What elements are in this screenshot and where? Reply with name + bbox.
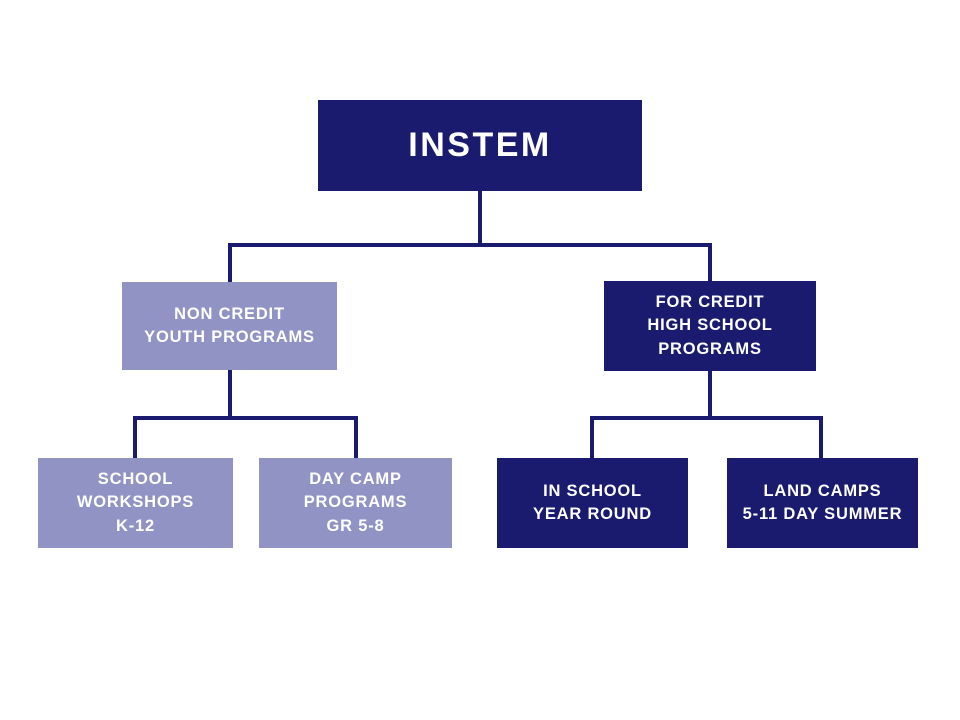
connector-left-level2-horizontal [133, 416, 358, 420]
connector-right-branch-stem [708, 371, 712, 420]
connector-level1-right-drop [708, 243, 712, 283]
node-non-credit-youth-programs: NON CREDIT YOUTH PROGRAMS [122, 282, 337, 370]
connector-root-stem [478, 191, 482, 245]
node-for-credit-high-school-programs: FOR CREDIT HIGH SCHOOL PROGRAMS [604, 281, 816, 371]
node-in-school-year-round: IN SCHOOL YEAR ROUND [497, 458, 688, 548]
connector-left-level2-drop2 [354, 416, 358, 458]
node-school-workshops-k12: SCHOOL WORKSHOPS K-12 [38, 458, 233, 548]
connector-left-branch-stem [228, 370, 232, 420]
connector-left-level2-drop1 [133, 416, 137, 458]
connector-right-level2-horizontal [590, 416, 823, 420]
node-instem: INSTEM [318, 100, 642, 191]
connector-right-level2-drop2 [819, 416, 823, 458]
connector-right-level2-drop1 [590, 416, 594, 458]
connector-level1-horizontal [228, 243, 712, 247]
node-day-camp-programs-gr5-8: DAY CAMP PROGRAMS GR 5-8 [259, 458, 452, 548]
connector-level1-left-drop [228, 243, 232, 283]
node-land-camps-5-11-day-summer: LAND CAMPS 5-11 DAY SUMMER [727, 458, 918, 548]
